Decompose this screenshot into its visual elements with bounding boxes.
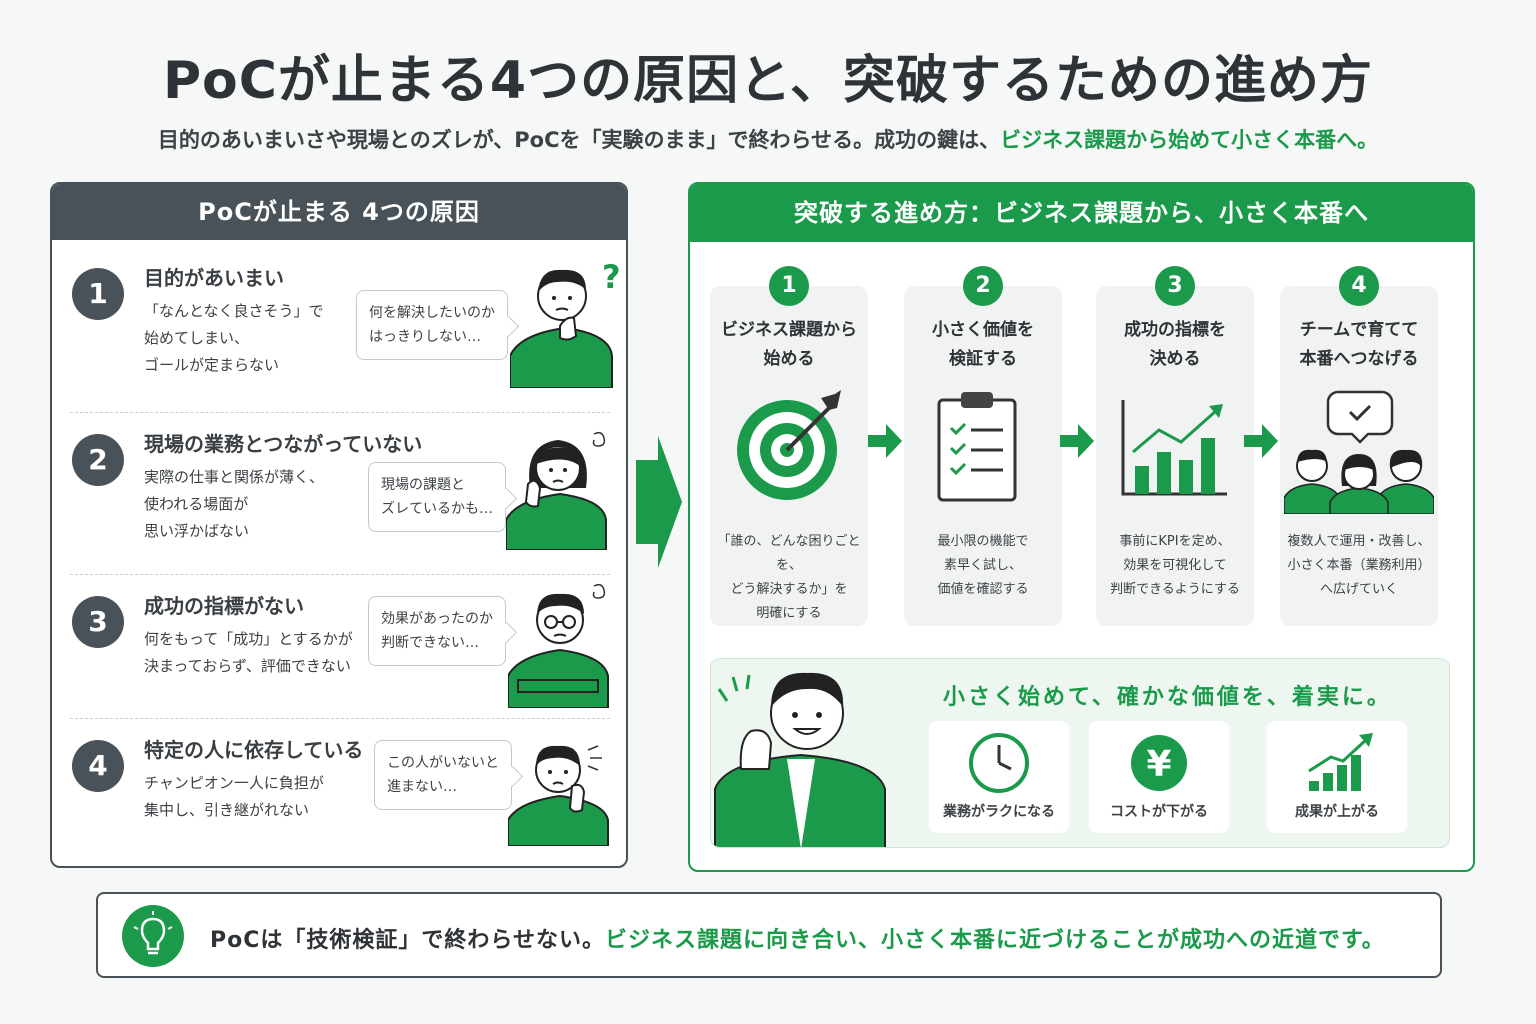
page-subtitle: 目的のあいまいさや現場とのズレが、PoCを「実験のまま」で終わらせる。成功の鍵は… — [0, 124, 1536, 154]
step-title: 小さく価値を 検証する — [932, 320, 1034, 369]
cause-number: 2 — [72, 434, 124, 486]
glasses-man-icon — [508, 583, 609, 708]
step-card: 4 チームで育てて 本番へつなげる 複数人で運用・改善し、 小さく本番（業務利用… — [1280, 266, 1438, 626]
cause-desc: 何をもって「成功」とするかが 決まっておらず、評価できない — [144, 630, 353, 675]
speech-bubble: この人がいないと 進まない… — [374, 740, 512, 810]
benefit-card: 業務がラクになる — [929, 721, 1069, 833]
step-title: チームで育てて 本番へつなげる — [1299, 320, 1419, 369]
step-desc: 「誰の、どんな困りごとを、 どう解決するか」を 明確にする — [717, 534, 861, 621]
result-box: 小さく始めて、確かな価値を、着実に。 業務がラクになる ¥ コストが下がる — [710, 658, 1450, 848]
benefit-label: 成果が上がる — [1295, 804, 1379, 820]
step-number: 3 — [1155, 266, 1195, 306]
svg-text:¥: ¥ — [1146, 744, 1171, 785]
step-desc: 複数人で運用・改善し、 小さく本番（業務利用） へ広げていく — [1287, 534, 1431, 597]
divider — [70, 412, 610, 413]
tired-man-icon — [508, 745, 609, 846]
benefit-card: 成果が上がる — [1267, 721, 1407, 833]
step-arrow-icon — [1060, 424, 1094, 458]
cause-desc: 「なんとなく良さそう」で 始めてしまい、 ゴールが定まらない — [144, 302, 324, 374]
speech-bubble: 現場の課題と ズレているかも… — [368, 462, 506, 532]
footer-text: PoCは「技術検証」で終わらせない。ビジネス課題に向き合い、小さく本番に近づける… — [210, 922, 1385, 954]
cause-number: 1 — [72, 268, 124, 320]
footer-banner: PoCは「技術検証」で終わらせない。ビジネス課題に向き合い、小さく本番に近づける… — [96, 892, 1442, 978]
step-arrow-icon — [868, 424, 902, 458]
step-number: 1 — [769, 266, 809, 306]
motto-text: 小さく始めて、確かな価値を、着実に。 — [943, 685, 1392, 710]
subtitle-main: 目的のあいまいさや現場とのズレが、PoCを「実験のまま」で終わらせる。成功の鍵は… — [157, 128, 1001, 152]
divider — [70, 574, 610, 575]
svg-text:?: ? — [602, 258, 620, 296]
cause-title: 現場の業務とつながっていない — [144, 432, 423, 456]
yen-icon: ¥ — [1131, 735, 1187, 791]
checklist-icon — [937, 392, 1017, 502]
approach-panel: 突破する進め方：ビジネス課題から、小さく本番へ 1 ビジネス課題から 始める 「… — [688, 182, 1475, 872]
cause-title: 目的があいまい — [144, 266, 284, 290]
clock-icon — [969, 733, 1029, 793]
speech-bubble: 何を解決したいのか はっきりしない… — [356, 290, 508, 360]
approach-header: 突破する進め方：ビジネス課題から、小さく本番へ — [690, 184, 1473, 242]
step-card: 2 小さく価値を 検証する 最小限の機能で 素早く試し、 価値を確認する — [904, 266, 1062, 626]
cause-title: 特定の人に依存している — [144, 738, 364, 762]
footer-main: PoCは「技術検証」で終わらせない。 — [210, 928, 605, 953]
confident-man-icon — [714, 672, 886, 847]
footer-highlight: ビジネス課題に向き合い、小さく本番に近づけることが成功への近道です。 — [604, 928, 1385, 953]
lightbulb-icon — [122, 905, 184, 967]
step-desc: 事前にKPIを定め、 効果を可視化して 判断できるようにする — [1110, 534, 1240, 597]
step-number: 2 — [963, 266, 1003, 306]
step-title: ビジネス課題から 始める — [721, 320, 857, 369]
causes-header: PoCが止まる 4つの原因 — [52, 184, 626, 240]
step-title: 成功の指標を 決める — [1124, 320, 1226, 369]
cause-title: 成功の指標がない — [144, 594, 304, 618]
causes-panel: PoCが止まる 4つの原因 1 目的があいまい 「なんとなく良さそう」で 始めて… — [50, 182, 628, 868]
cause-number: 4 — [72, 740, 124, 792]
step-number: 4 — [1339, 266, 1379, 306]
big-arrow-icon — [636, 436, 682, 568]
step-desc: 最小限の機能で 素早く試し、 価値を確認する — [937, 534, 1029, 597]
benefit-card: ¥ コストが下がる — [1089, 721, 1229, 833]
benefit-label: 業務がラクになる — [943, 804, 1055, 820]
step-card: 3 成功の指標を 決める 事前にKPIを定め、 効果を可視化して 判断できるよう… — [1096, 266, 1254, 626]
team-icon — [1284, 390, 1434, 514]
cause-desc: チャンピオン一人に負担が 集中し、引き継がれない — [144, 774, 324, 819]
benefit-label: コストが下がる — [1110, 804, 1208, 820]
worried-woman-icon — [506, 431, 607, 550]
step-card: 1 ビジネス課題から 始める 「誰の、どんな困りごとを、 どう解決するか」を 明… — [710, 266, 868, 626]
cause-number: 3 — [72, 596, 124, 648]
target-icon — [737, 390, 841, 500]
step-arrow-icon — [1244, 424, 1278, 458]
subtitle-highlight: ビジネス課題から始めて小さく本番へ。 — [1000, 128, 1379, 152]
page-title: PoCが止まる4つの原因と、突破するための進め方 — [162, 51, 1374, 111]
cause-desc: 実際の仕事と関係が薄く、 使われる場面が 思い浮かばない — [144, 468, 325, 540]
divider — [70, 718, 610, 719]
confused-man-icon: ? — [510, 258, 620, 388]
speech-bubble: 効果があったのか 判断できない… — [368, 596, 506, 666]
growth-chart-icon — [1121, 400, 1227, 496]
rising-chart-icon — [1308, 733, 1373, 791]
